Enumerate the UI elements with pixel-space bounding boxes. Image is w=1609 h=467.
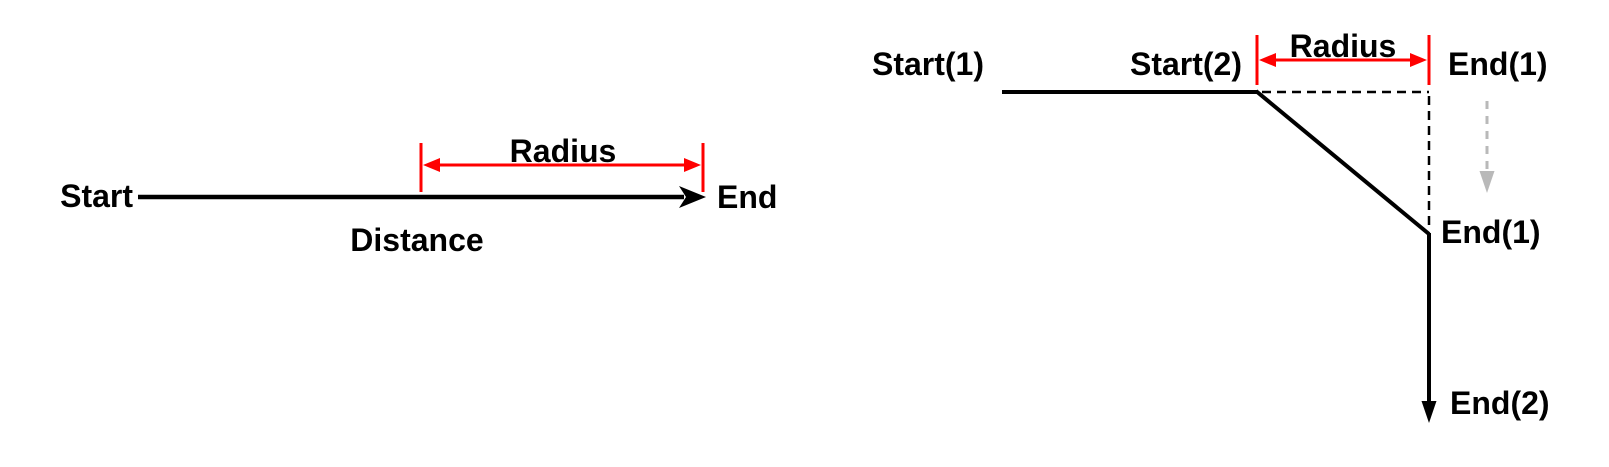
end1-label: End(1) <box>1441 214 1541 250</box>
radius-label-2: Radius <box>1290 28 1397 64</box>
path-arrowhead-icon <box>1421 401 1437 423</box>
radius-arrowhead-left-icon <box>423 158 440 172</box>
distance-label: Distance <box>350 222 483 258</box>
end-label: End <box>717 179 777 215</box>
ghost-drop-arrowhead-icon <box>1479 171 1495 193</box>
radius-arrowhead-right-2-icon <box>1410 53 1427 67</box>
start-label: Start <box>60 178 133 214</box>
radius-arrowhead-left-2-icon <box>1259 53 1276 67</box>
radius-label: Radius <box>510 133 617 169</box>
path-segment-diagonal <box>1254 89 1431 236</box>
right-diagram: Start(1) Start(2) Radius End(1) End(1) E… <box>872 28 1550 423</box>
start1-label: Start(1) <box>872 46 984 82</box>
distance-arrowhead-icon <box>679 186 706 208</box>
left-diagram: Start Radius Distance End <box>60 133 777 258</box>
ghost-end1-label: End(1) <box>1448 46 1548 82</box>
radius-arrowhead-right-icon <box>684 158 701 172</box>
start2-label: Start(2) <box>1130 46 1242 82</box>
end2-label: End(2) <box>1450 385 1550 421</box>
